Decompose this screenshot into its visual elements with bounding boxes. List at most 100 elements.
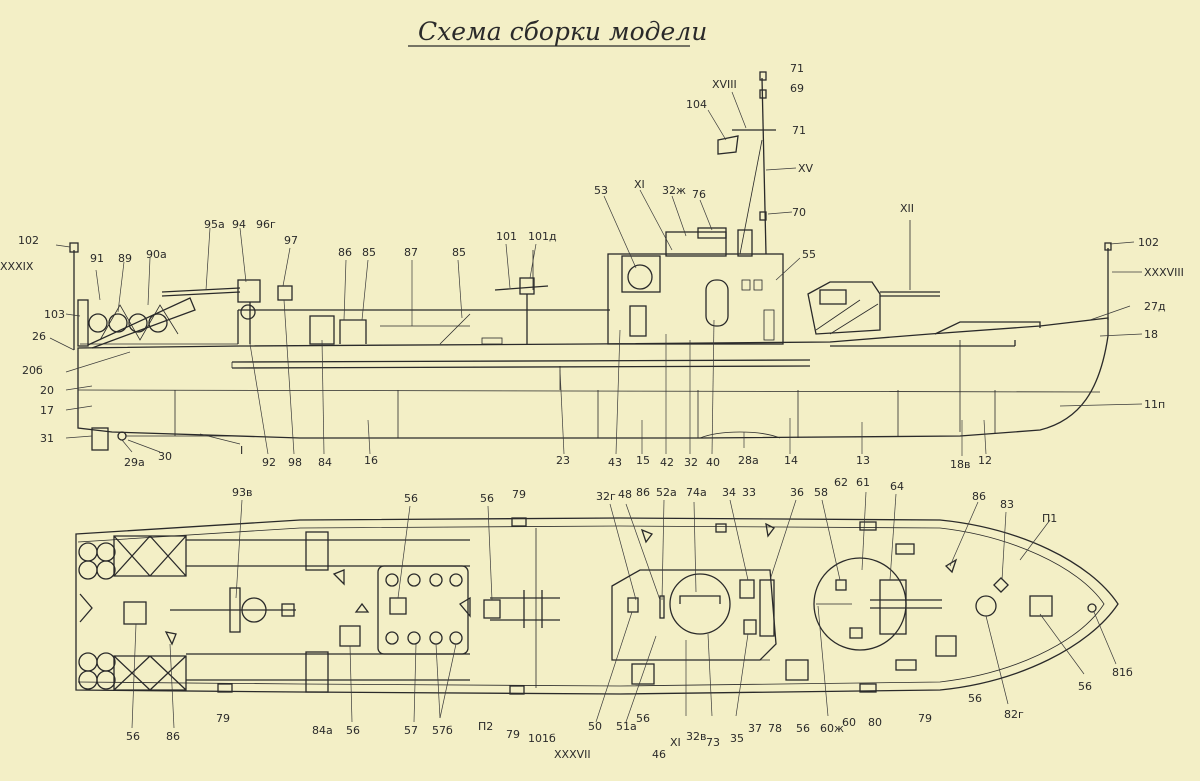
callout-93v: 93в <box>232 486 252 499</box>
plan-hatch-56e <box>1029 595 1053 617</box>
plan-view-labels: 93в 56 56 79 32г 48 86 52а 74а 34 33 36 … <box>126 476 1133 761</box>
callout-101: 101 <box>496 230 517 243</box>
callout-71-top: 71 <box>790 62 804 75</box>
callout-56-d: 56 <box>346 724 360 737</box>
callout-73: 73 <box>706 736 720 749</box>
callout-58: 58 <box>814 486 828 499</box>
rub-rail <box>231 359 811 363</box>
callout-86-b: 86 <box>972 490 986 503</box>
ventilator <box>339 319 367 344</box>
callout-p2: П2 <box>478 720 493 733</box>
callout-18v: 18в <box>950 458 970 471</box>
plan-bow-fitting <box>1087 603 1097 613</box>
callout-84a: 84а <box>312 724 333 737</box>
callout-43: 43 <box>608 456 622 469</box>
drawing-title: Схема сборки модели <box>418 17 707 46</box>
callout-101d: 101д <box>528 230 557 243</box>
plan-vent-3 <box>354 602 370 613</box>
callout-46: 46 <box>652 748 666 761</box>
plan-hatch-56b <box>339 625 361 647</box>
callout-32v: 32в <box>686 730 706 743</box>
callout-92: 92 <box>262 456 276 469</box>
callout-84: 84 <box>318 456 332 469</box>
callout-79-b: 79 <box>216 712 230 725</box>
callout-80: 80 <box>868 716 882 729</box>
engine-hatch <box>377 565 469 655</box>
callout-86: 86 <box>338 246 352 259</box>
plan-capstan <box>975 595 997 617</box>
callout-85-b: 85 <box>452 246 466 259</box>
callout-56-g: 56 <box>968 692 982 705</box>
callout-87: 87 <box>404 246 418 259</box>
plan-cleat-2 <box>509 685 525 695</box>
depth-charge-rack <box>77 297 196 349</box>
callout-86-c: 86 <box>166 730 180 743</box>
callout-101b: 101б <box>528 732 556 745</box>
side-view <box>49 71 1143 456</box>
callout-96g: 96г <box>256 218 276 231</box>
callout-70: 70 <box>792 206 806 219</box>
plan-vent-2 <box>164 631 177 646</box>
deck-hatch <box>481 337 503 345</box>
callout-i: I <box>240 444 243 457</box>
callout-34: 34 <box>722 486 736 499</box>
callout-xv: XV <box>798 162 814 175</box>
callout-xviii: XVIII <box>712 78 737 91</box>
side-view-labels: 102 XXXIX 91 89 90а 95а 94 96г 97 86 85 … <box>0 62 1184 471</box>
hull-frames <box>174 340 996 438</box>
plan-hatch-56c <box>935 635 957 657</box>
callout-28a: 28а <box>738 454 759 467</box>
callout-32g: 32г <box>596 490 616 503</box>
callout-26: 26 <box>32 330 46 343</box>
plan-vent-4 <box>459 596 471 618</box>
deck-edge-inner <box>77 525 1105 687</box>
callout-79-d: 79 <box>918 712 932 725</box>
plan-vent-1 <box>332 569 345 586</box>
callout-33: 33 <box>742 486 756 499</box>
callout-xxxviii: XXXVIII <box>1144 266 1184 279</box>
callout-82g: 82г <box>1004 708 1024 721</box>
plan-cleat-5 <box>859 521 877 531</box>
callout-23: 23 <box>556 454 570 467</box>
callout-56-f: 56 <box>796 722 810 735</box>
plan-bollard-1 <box>305 531 329 571</box>
callout-30: 30 <box>158 450 172 463</box>
callout-31: 31 <box>40 432 54 445</box>
aft-gun <box>161 279 293 344</box>
side-leaders <box>49 91 1143 456</box>
hull-panel-line <box>77 389 1101 393</box>
plan-box-2 <box>895 659 917 671</box>
callout-11p: 11п <box>1144 398 1165 411</box>
callout-40: 40 <box>706 456 720 469</box>
callout-13: 13 <box>856 454 870 467</box>
plan-forward-turret <box>813 557 942 651</box>
callout-42: 42 <box>660 456 674 469</box>
callout-102: 102 <box>18 234 39 247</box>
ammo-box <box>309 315 335 345</box>
aft-flagstaff-light <box>69 242 79 253</box>
plan-hatch-56 <box>123 601 147 625</box>
callout-15: 15 <box>636 454 650 467</box>
callout-71: 71 <box>792 124 806 137</box>
callout-79-a: 79 <box>512 488 526 501</box>
callout-98: 98 <box>288 456 302 469</box>
callout-60: 60 <box>842 716 856 729</box>
davit <box>439 313 471 345</box>
callout-16: 16 <box>364 454 378 467</box>
plan-view <box>75 491 1119 729</box>
callout-56-e: 56 <box>636 712 650 725</box>
plan-cleat-3 <box>217 683 233 693</box>
callout-103: 103 <box>44 308 65 321</box>
rudder <box>91 427 109 451</box>
callout-37: 37 <box>748 722 762 735</box>
forward-turret <box>807 220 1016 347</box>
callout-78: 78 <box>768 722 782 735</box>
callout-50: 50 <box>588 720 602 733</box>
callout-94: 94 <box>232 218 246 231</box>
midships-mg <box>494 250 549 344</box>
callout-36: 36 <box>790 486 804 499</box>
plan-bollard-2 <box>305 651 329 693</box>
callout-12: 12 <box>978 454 992 467</box>
callout-xii: XII <box>900 202 914 215</box>
callout-64: 64 <box>890 480 904 493</box>
